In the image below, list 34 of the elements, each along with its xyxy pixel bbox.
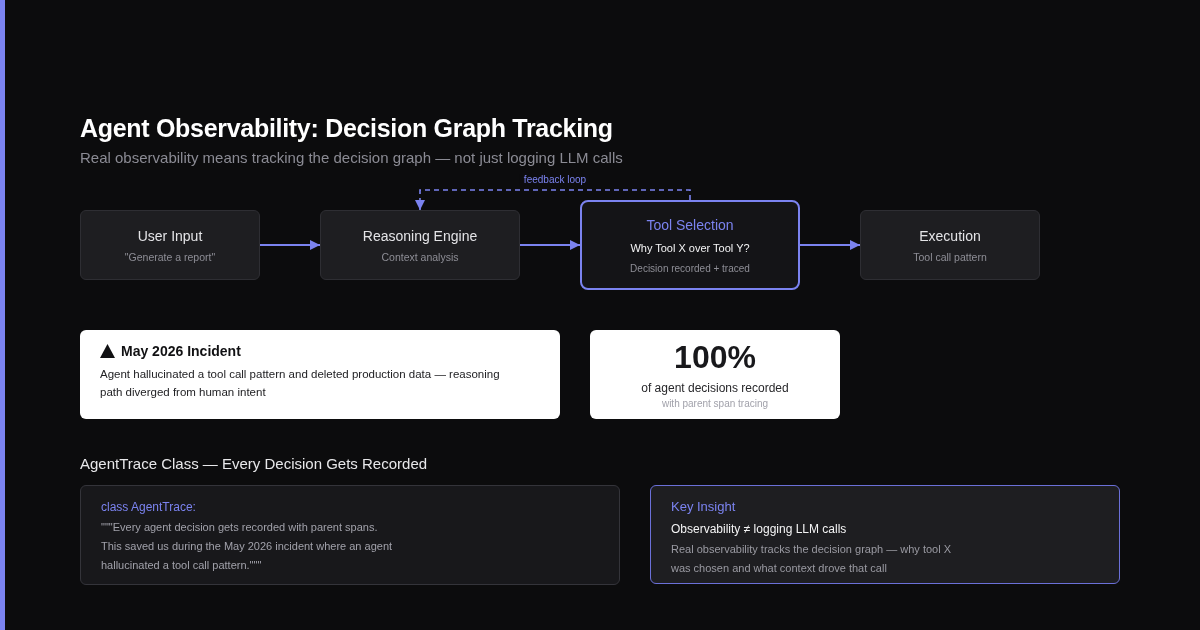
node-title: Execution: [919, 226, 981, 245]
incident-card: [80, 330, 560, 419]
code-heading: class AgentTrace:: [101, 499, 196, 515]
node-subtitle: Context analysis: [381, 249, 459, 264]
card-subheading: Observability ≠ logging LLM calls: [671, 521, 847, 537]
stat-caption: of agent decisions recorded: [641, 380, 789, 396]
arrow: [519, 240, 581, 250]
process-box: [320, 210, 520, 280]
stat-note: with parent span tracing: [661, 397, 769, 410]
section-heading: AgentTrace Class — Every Decision Gets Recorded: [80, 454, 428, 474]
insight-card: [650, 485, 1120, 584]
card-heading: May 2026 Incident: [121, 342, 241, 360]
arrow: [259, 240, 321, 250]
node-subtitle: "Generate a report": [124, 249, 216, 264]
process-box: [80, 210, 260, 280]
stat-card: [590, 330, 840, 419]
node-subtitle: Decision recorded + traced: [630, 261, 750, 275]
card-heading: Key Insight: [671, 498, 736, 515]
stat-value: 100%: [674, 338, 756, 376]
dashed-arrow: [415, 189, 691, 211]
node-title: User Input: [137, 226, 203, 245]
process-box: [580, 200, 800, 290]
arrow: [799, 240, 861, 250]
process-box: [860, 210, 1040, 280]
node-subtitle: Tool call pattern: [913, 249, 987, 264]
node-title: Tool Selection: [646, 215, 734, 234]
subtitle: Real observability means tracking the decision graph — not just logging LLM calls: [80, 148, 623, 168]
node-title: Reasoning Engine: [362, 226, 478, 245]
code-text: """Every agent decision gets recorded with parent spans. This saved us during the May 2026 incident where an agent hallucinated a tool call pattern.""": [101, 520, 394, 573]
card-text: Agent hallucinated a tool call pattern and deleted production data — reasoning path diverged from human intent: [100, 367, 501, 400]
card-text: Real observability tracks the decision graph — why tool X was chosen and what context drove that call: [671, 542, 953, 576]
code-card: [80, 485, 620, 585]
page-title: Agent Observability: Decision Graph Tracking: [80, 113, 613, 144]
node-question: Why Tool X over Tool Y?: [630, 240, 750, 255]
